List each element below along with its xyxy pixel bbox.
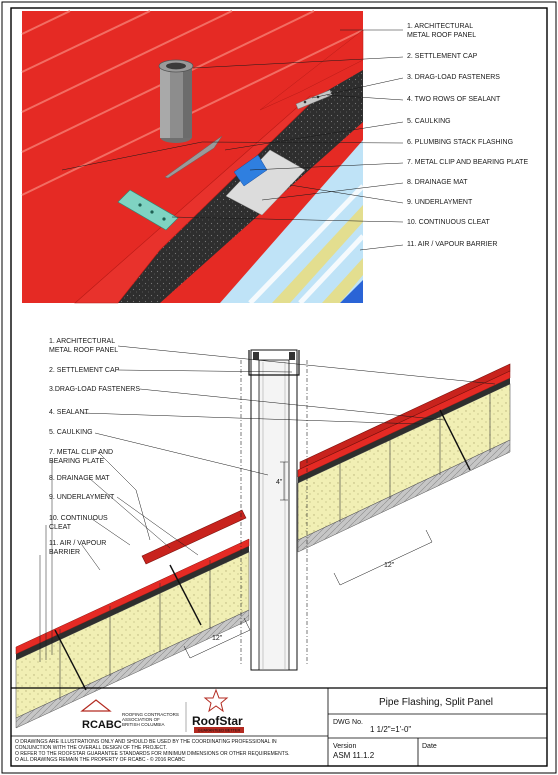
drag-load-fasteners-3d xyxy=(295,89,333,110)
dim-12-inch-left: 12" xyxy=(212,635,223,642)
left-deck xyxy=(15,609,250,729)
section-callout-4: 4. SEALANT xyxy=(49,409,89,416)
top-callout-3: 3. DRAG-LOAD FASTENERS xyxy=(407,74,500,81)
left-drainage-mat xyxy=(16,546,249,660)
left-upper-panel xyxy=(141,509,247,565)
left-roof-assembly xyxy=(15,509,250,729)
sheet-inner-border xyxy=(10,7,548,767)
top-callout-8: 8. DRAINAGE MAT xyxy=(407,179,468,186)
rcabc-logo-text: RCABC xyxy=(82,719,122,731)
note-1: O DRAWINGS ARE ILLUSTRATIONS ONLY AND SH… xyxy=(15,739,277,745)
barrier-edge-3d xyxy=(340,280,363,303)
note-4: O ALL DRAWINGS REMAIN THE PROPERTY OF RC… xyxy=(15,756,185,763)
metal-clip-3d xyxy=(233,154,268,187)
version-label: Version xyxy=(333,743,356,750)
dim-4-inch: 4" xyxy=(276,479,283,486)
section-callout-9: 9. UNDERLAYMENT xyxy=(49,494,115,501)
section-callout-5: 5. CAULKING xyxy=(49,429,93,436)
right-drainage-mat xyxy=(298,378,510,483)
right-deck xyxy=(297,439,511,553)
section-callout-8: 8. DRAINAGE MAT xyxy=(49,475,110,482)
top-callout-4: 4. TWO ROWS OF SEALANT xyxy=(407,96,501,103)
right-fasteners xyxy=(439,409,471,471)
section-leader-lines xyxy=(39,345,496,662)
roofstar-logo: RoofStar GUARANTEED BETTER xyxy=(192,688,244,733)
top-callout-2: 2. SETTLEMENT CAP xyxy=(407,53,478,60)
note-3: O REFER TO THE ROOFSTAR GUARANTEE STANDA… xyxy=(15,751,290,757)
pipe-section xyxy=(240,349,308,671)
right-upper-panel xyxy=(299,363,511,470)
top-callout-9: 9. UNDERLAYMENT xyxy=(407,199,473,206)
isometric-illustration xyxy=(21,10,365,305)
right-roof-assembly xyxy=(297,363,511,553)
air-vapour-barrier-3d xyxy=(220,140,363,303)
note-2: CONJUNCTION WITH THE OVERALL DESIGN OF T… xyxy=(15,745,167,751)
top-callout-7: 7. METAL CLIP AND BEARING PLATE xyxy=(407,159,528,166)
upper-panel xyxy=(259,29,364,111)
title-block: Pipe Flashing, Split Panel DWG No. 1 1/2… xyxy=(11,687,547,766)
insulation-edge-3d xyxy=(272,205,363,303)
top-callout-11: 11. AIR / VAPOUR BARRIER xyxy=(407,241,497,248)
pipe-inner xyxy=(258,359,290,671)
dim-12-inch-right: 12" xyxy=(384,562,395,569)
drawing-scale: 1 1/2"=1'-0" xyxy=(370,725,411,734)
settlement-cap-section xyxy=(248,350,300,376)
top-callout-10: 10. CONTINUOUS CLEAT xyxy=(407,219,490,226)
left-roof-panel xyxy=(15,538,250,655)
top-leader-lines xyxy=(61,29,404,251)
left-fasteners xyxy=(54,564,202,691)
top-callout-5: 5. CAULKING xyxy=(407,118,451,125)
date-label: Date xyxy=(422,743,437,750)
section-callout-3: 3.DRAG-LOAD FASTENERS xyxy=(49,386,140,393)
drawing-title: Pipe Flashing, Split Panel xyxy=(379,697,493,708)
version-value: ASM 11.1.2 xyxy=(333,751,375,760)
dimension-lines xyxy=(183,461,433,659)
roofstar-tagline: GUARANTEED BETTER xyxy=(198,729,241,733)
title-block-notes: O DRAWINGS ARE ILLUSTRATIONS ONLY AND SH… xyxy=(15,739,290,763)
roofstar-logo-text: RoofStar xyxy=(192,714,243,728)
top-callout-6: 6. PLUMBING STACK FLASHING xyxy=(407,139,513,146)
roofstar-star-icon xyxy=(203,688,229,713)
section-callout-2: 2. SETTLEMENT CAP xyxy=(49,367,120,374)
section-detail: 4" 12" 12" xyxy=(15,349,511,729)
stack-flashing-3d xyxy=(164,135,223,179)
dwg-no-label: DWG No. xyxy=(333,719,363,726)
